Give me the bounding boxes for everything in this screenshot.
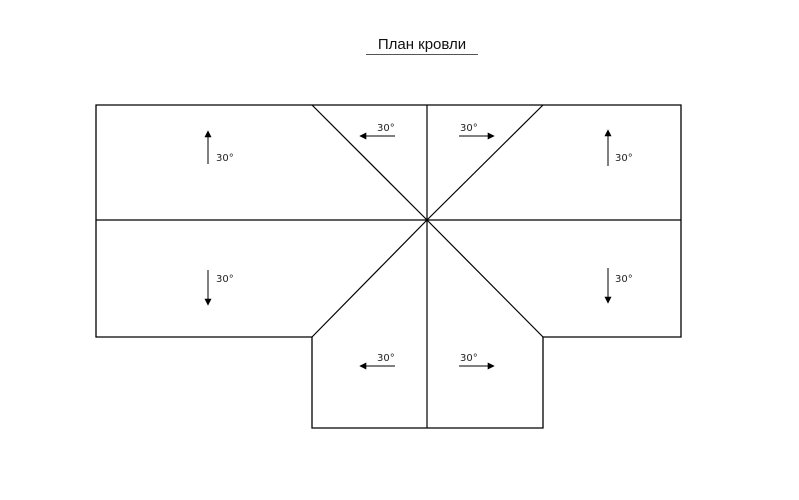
slope-label-upper-left: 30° <box>216 153 234 164</box>
slope-label-bottom-right: 30° <box>460 353 478 364</box>
hip-line-upper-left <box>311 104 428 221</box>
slope-label-upper-center-left: 30° <box>377 123 395 134</box>
roof-outline <box>95 104 682 429</box>
slope-label-upper-right: 30° <box>615 153 633 164</box>
slope-label-lower-left: 30° <box>216 274 234 285</box>
title-underline <box>366 54 478 55</box>
valley-line-lower-left <box>311 219 428 338</box>
valley-line-lower-right <box>426 219 544 338</box>
slope-label-upper-center-right: 30° <box>460 123 478 134</box>
drawing-title: План кровли <box>377 36 467 53</box>
slope-label-lower-right: 30° <box>615 274 633 285</box>
slope-label-bottom-left: 30° <box>377 353 395 364</box>
hip-line-upper-right <box>426 104 544 221</box>
